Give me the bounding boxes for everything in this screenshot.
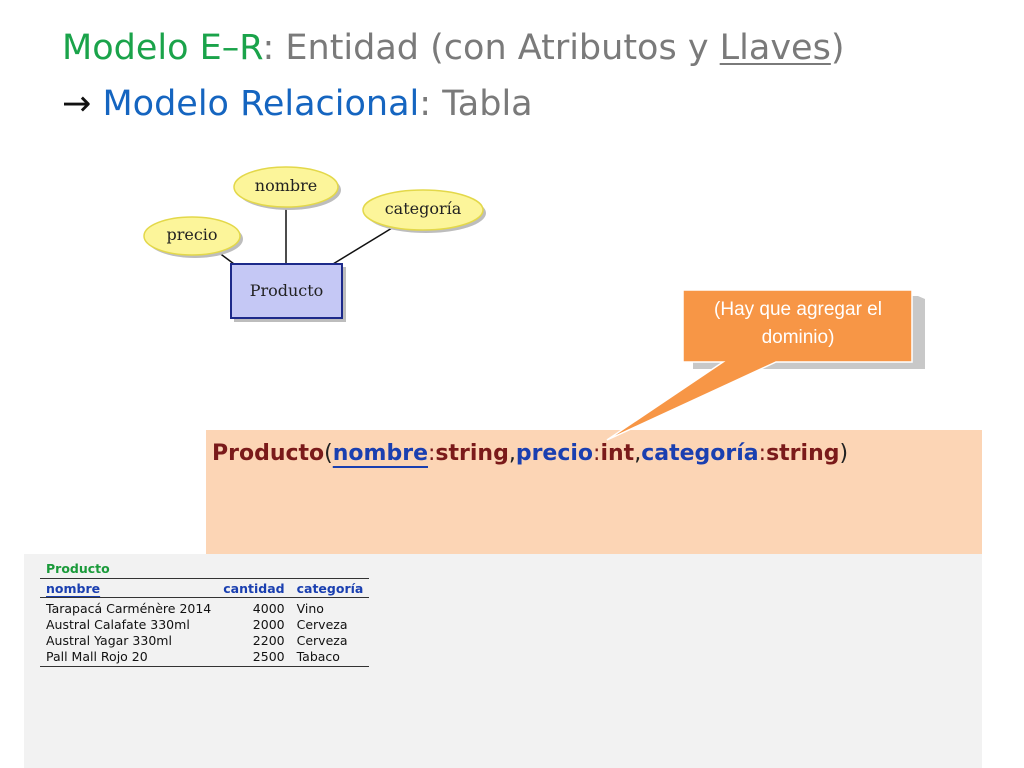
cell-cantidad: 2000	[252, 617, 285, 632]
product-table: Producto nombre cantidad categoría Tarap…	[40, 560, 370, 667]
schema-colon: :	[593, 441, 601, 466]
schema-type-categoria: string	[766, 441, 840, 466]
attribute-ellipse-nombre	[233, 166, 339, 208]
schema-colon: :	[427, 441, 436, 466]
schema-relation-name: Producto	[212, 441, 325, 466]
table-grid: nombre cantidad categoría Tarapacá Carmé…	[40, 578, 370, 667]
cell-nombre: Pall Mall Rojo 20	[40, 649, 218, 667]
schema-colon: :	[758, 441, 767, 466]
title-line-1: Modelo E–R: Entidad (con Atributos y Lla…	[62, 20, 1002, 76]
entity-rectangle	[230, 263, 343, 319]
cell-nombre: Austral Calafate 330ml	[46, 617, 190, 632]
table-row: Tarapacá Carménère 2014 4000 Vino	[40, 598, 369, 618]
arrow-icon: →	[62, 84, 92, 124]
entity-label: Producto	[249, 281, 324, 300]
cell-categoria: Vino	[296, 601, 324, 616]
cell-nombre: Austral Yagar 330ml	[46, 633, 172, 648]
edge-categoria	[332, 227, 393, 265]
table-caption: Producto	[46, 561, 110, 576]
schema-type-nombre: string	[435, 441, 509, 466]
header-nombre: nombre	[40, 578, 218, 598]
title-table-text: : Tabla	[419, 84, 533, 124]
title-close-paren: )	[830, 28, 845, 68]
cell-cantidad: 2500	[217, 649, 291, 667]
slide-title: Modelo E–R: Entidad (con Atributos y Lla…	[62, 20, 1002, 132]
cell-cantidad: 4000	[252, 601, 285, 616]
attribute-ellipse-precio	[143, 216, 241, 256]
attribute-label-precio: precio	[166, 225, 218, 244]
table-header-row: nombre cantidad categoría	[40, 578, 370, 598]
schema-attr-nombre: nombre	[332, 441, 428, 466]
cell-categoria: Cerveza	[296, 633, 348, 648]
schema-separator: ,	[508, 441, 516, 466]
schema-open-paren: (	[324, 441, 333, 466]
cell-cantidad: 2200	[252, 633, 285, 648]
table-row: Pall Mall Rojo 20 2500 Tabaco	[40, 649, 370, 667]
callout-bubble	[606, 289, 913, 441]
header-categoria: categoría	[290, 578, 370, 598]
relational-schema: Producto(nombre:string,precio:int,catego…	[212, 436, 848, 472]
schema-box	[206, 430, 982, 554]
attribute-label-nombre: nombre	[254, 176, 318, 195]
header-cantidad: cantidad	[217, 578, 291, 598]
title-keys-word: Llaves	[719, 28, 831, 68]
attribute-label-categoria: categoría	[384, 199, 462, 218]
table-row: Austral Calafate 330ml 2000 Cerveza	[40, 617, 369, 633]
callout-text: (Hay que agregar el dominio)	[714, 299, 882, 348]
schema-close-paren: )	[839, 441, 849, 466]
cell-categoria: Cerveza	[296, 617, 348, 632]
schema-attr-precio: precio	[515, 441, 594, 466]
schema-separator: ,	[634, 441, 642, 466]
title-er-model: Modelo E–R	[62, 28, 263, 68]
attribute-ellipse-categoria	[362, 189, 484, 231]
table-row: Austral Yagar 330ml 2200 Cerveza	[40, 633, 369, 649]
schema-attr-categoria: categoría	[641, 441, 759, 466]
schema-type-precio: int	[600, 441, 635, 466]
cell-nombre: Tarapacá Carménère 2014	[46, 601, 212, 616]
title-relational-model: Modelo Relacional	[102, 84, 420, 124]
title-line-2: → Modelo Relacional: Tabla	[62, 76, 1002, 132]
title-entity-text: : Entidad (con Atributos y	[262, 28, 720, 68]
cell-categoria: Tabaco	[290, 649, 370, 667]
